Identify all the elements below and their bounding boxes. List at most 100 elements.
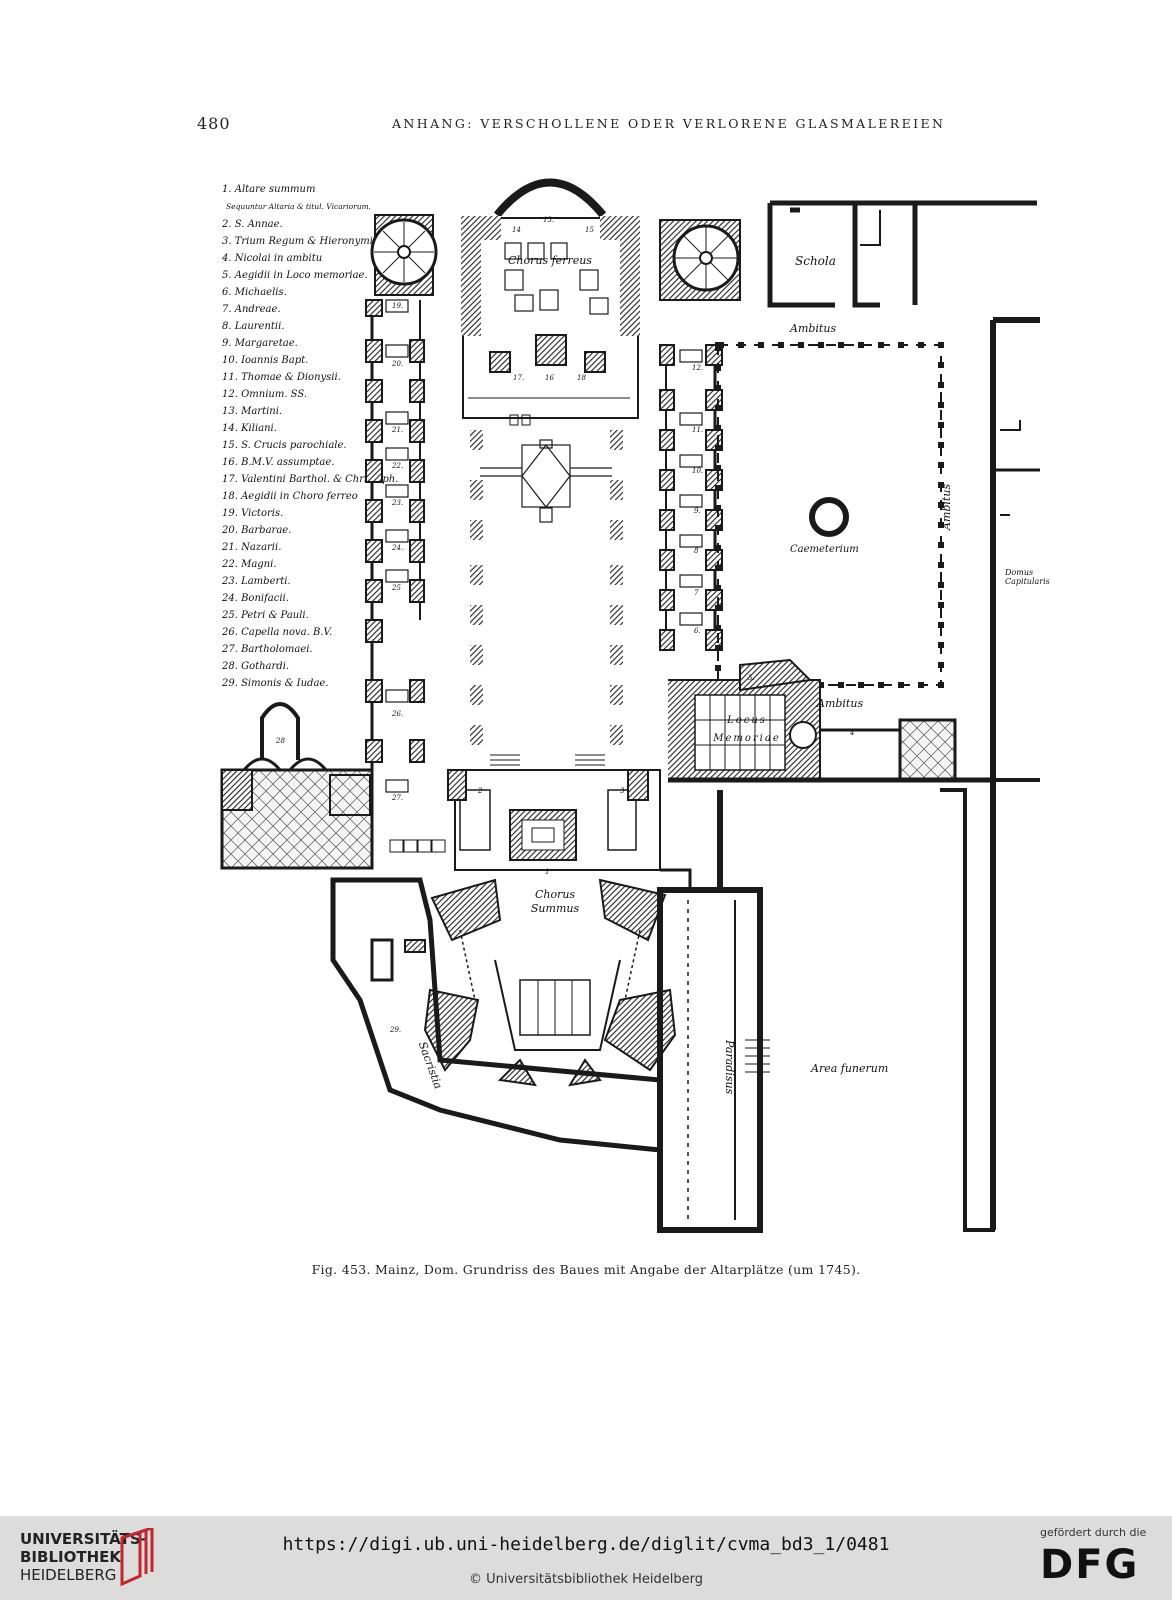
- legend-item: 15. S. Crucis parochiale.: [222, 440, 347, 451]
- altar-number: 13.: [543, 216, 554, 224]
- document-url-link[interactable]: https://digi.ub.uni-heidelberg.de/diglit…: [282, 1534, 890, 1555]
- north-aisle: [365, 299, 425, 800]
- altar-number: 10.: [692, 467, 703, 475]
- label-chorus-summus: Chorus Summus: [530, 888, 580, 915]
- locus-memoriae: [668, 658, 993, 783]
- label-schola: Schola: [795, 254, 836, 268]
- rood-screen: [480, 439, 612, 523]
- label-caemeterium: Caemeterium: [790, 544, 859, 555]
- legend-item: 3. Trium Regum & Hieronymi: [222, 236, 373, 247]
- figure-caption: Fig. 453. Mainz, Dom. Grundriss des Baue…: [311, 1262, 861, 1277]
- altar-number: 27.: [391, 794, 403, 802]
- chorus-summus: [447, 754, 661, 871]
- altar-number: 5.: [748, 674, 755, 682]
- legend-item: 21. Nazarii.: [222, 542, 282, 553]
- altar-number: 3: [620, 787, 625, 795]
- legend-item: 11. Thomae & Dionysii.: [222, 372, 341, 383]
- altar-number: 6.: [694, 627, 701, 635]
- altar-number: 4: [849, 729, 854, 737]
- legend-item: 4. Nicolai in ambitu: [222, 253, 323, 264]
- label-chorus-ferreus: Chorus ferreus: [508, 254, 592, 267]
- east-wall: [990, 317, 1040, 1230]
- nave-pillars: [470, 430, 623, 745]
- legend-item: 6. Michaelis.: [222, 287, 287, 298]
- legend-item: 14. Kiliani.: [222, 423, 277, 434]
- schola-building: [767, 200, 1037, 308]
- altar-number: 1: [545, 868, 549, 876]
- south-aisle: [659, 344, 723, 651]
- legend-item: 23. Lamberti.: [222, 576, 291, 587]
- legend-item: 1. Altare summum: [222, 184, 316, 195]
- legend-item: 9. Margaretae.: [222, 338, 298, 349]
- legend-item: 2. S. Annae.: [222, 219, 283, 230]
- altar-number: 24.: [391, 544, 403, 552]
- label-paradisus: Paradisus: [723, 1040, 736, 1095]
- funded-by-text: gefördert durch die: [1040, 1526, 1147, 1539]
- page-number: 480: [197, 114, 231, 133]
- legend-subheading: Sequuntur Altaria & titul. Vicariorum.: [226, 202, 372, 211]
- altar-numbers: 13. 14 15 16 17. 18 19. 20. 21. 22. 23. …: [275, 216, 854, 1034]
- legend-item: 29. Simonis & Iudae.: [222, 678, 329, 689]
- altar-number: 17.: [513, 374, 524, 382]
- legend-item: 13. Martini.: [222, 406, 283, 417]
- altar-number: 8: [694, 547, 699, 555]
- library-name-line: UNIVERSITÄTS-: [20, 1530, 147, 1548]
- label-ambitus: Ambitus: [817, 697, 864, 710]
- label-ambitus: Ambitus: [940, 483, 953, 530]
- legend-item: 16. B.M.V. assumptae.: [222, 457, 335, 468]
- altar-number: 20.: [391, 360, 403, 368]
- altar-number: 7: [694, 589, 699, 597]
- legend-item: 27. Bartholomaei.: [222, 644, 313, 655]
- footer-bar: UNIVERSITÄTS- BIBLIOTHEK HEIDELBERG http…: [0, 1516, 1172, 1600]
- altar-number: 28: [275, 737, 285, 745]
- altar-number: 9.: [694, 507, 701, 515]
- altar-number: 19.: [392, 302, 403, 310]
- copyright-notice: © Universitätsbibliothek Heidelberg: [468, 1572, 703, 1587]
- gothardi-chapel: [220, 702, 446, 870]
- altar-number: 21.: [391, 426, 403, 434]
- dfg-logo: DFG: [1040, 1542, 1140, 1588]
- legend-item: 28. Gothardi.: [222, 661, 290, 672]
- paradisus: [657, 790, 770, 1233]
- altar-number: 18: [577, 374, 586, 382]
- legend-item: 24. Bonifacii.: [222, 593, 289, 604]
- west-apse: [493, 178, 607, 218]
- label-locus-memoriae: Locus Memoriae: [713, 715, 781, 744]
- cathedral-floor-plan: 13. 14 15 16 17. 18 19. 20. 21. 22. 23. …: [220, 178, 1040, 1233]
- altar-number: 15: [585, 226, 594, 234]
- label-ambitus: Ambitus: [790, 322, 837, 335]
- legend-item: 7. Andreae.: [222, 304, 281, 315]
- altar-number: 14: [512, 226, 521, 234]
- label-domus-capitularis: Domus Capitularis: [1005, 568, 1050, 586]
- library-name: UNIVERSITÄTS- BIBLIOTHEK HEIDELBERG: [20, 1530, 147, 1584]
- library-name-line: BIBLIOTHEK: [20, 1548, 121, 1566]
- legend-item: 20. Barbarae.: [222, 525, 292, 536]
- altar-number: 12.: [692, 364, 703, 372]
- legend-item: 22. Magni.: [222, 559, 277, 570]
- legend-item: 8. Laurentii.: [222, 321, 285, 332]
- legend-item: 19. Victoris.: [222, 508, 284, 519]
- stair-tower-ne: [659, 219, 741, 301]
- cloister: [715, 342, 944, 688]
- stair-tower-nw: [370, 214, 438, 296]
- altar-number: 25: [391, 584, 401, 592]
- legend-item: 18. Aegidii in Choro ferreo: [222, 491, 358, 502]
- altar-number: 2: [477, 787, 483, 795]
- legend-item: 12. Omnium. SS.: [222, 389, 308, 400]
- label-area-funerum: Area funerum: [811, 1062, 889, 1075]
- legend-item: 5. Aegidii in Loco memoriae.: [222, 270, 368, 281]
- altar-number: 26.: [391, 710, 403, 718]
- legend-item: 26. Capella nova. B.V.: [222, 627, 333, 638]
- altar-number: 11.: [692, 426, 703, 434]
- altar-number: 16: [545, 374, 554, 382]
- altar-number: 23.: [391, 499, 403, 507]
- sacristia: [330, 877, 663, 1153]
- library-logo-icon: [120, 1528, 154, 1587]
- running-head: ANHANG: VERSCHOLLENE ODER VERLORENE GLAS…: [392, 116, 946, 131]
- legend-item: 25. Petri & Pauli.: [222, 610, 309, 621]
- legend-item: 17. Valentini Barthol. & Christoph.: [222, 474, 399, 485]
- library-name-line: HEIDELBERG: [20, 1566, 117, 1584]
- altar-number: 22.: [391, 462, 403, 470]
- altar-number: 29.: [389, 1026, 401, 1034]
- legend-item: 10. Ioannis Bapt.: [222, 355, 309, 366]
